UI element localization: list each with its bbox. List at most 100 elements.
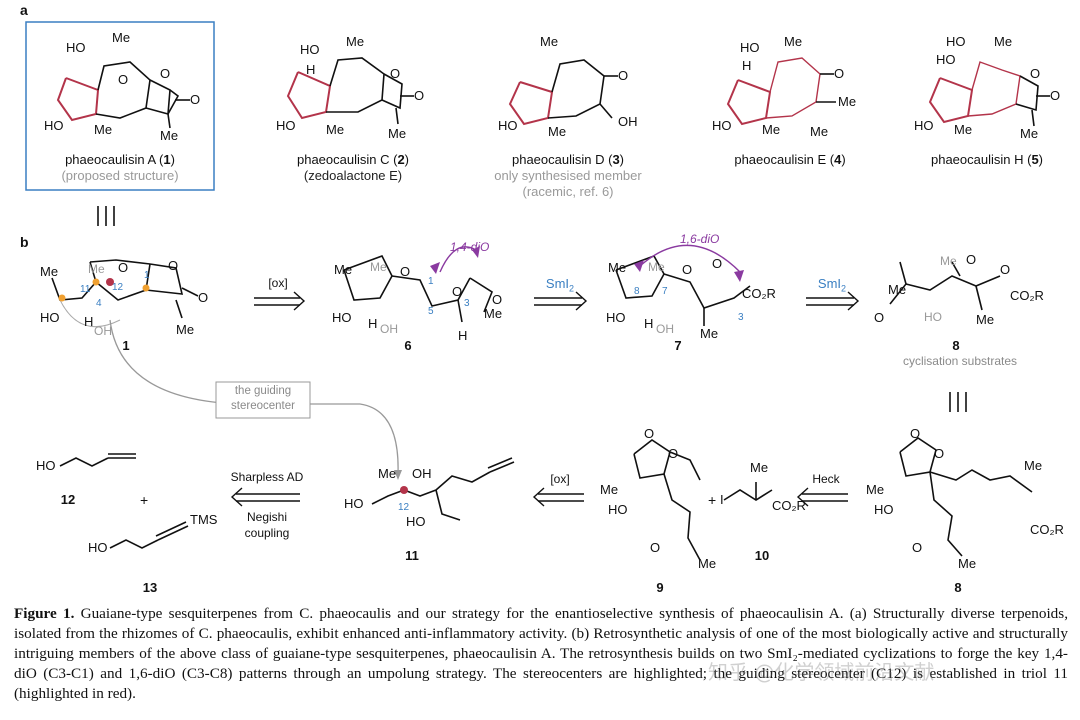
arrow-label-ox2: [ox] <box>550 472 570 486</box>
atom-label: Me <box>976 312 995 327</box>
watermark: 知乎 @化学领域前沿文献 <box>708 660 935 684</box>
atom-label: Me <box>160 128 179 143</box>
atom-number: 1 <box>144 270 150 281</box>
atom-label: Me <box>888 282 907 297</box>
structure-10 <box>723 482 773 501</box>
atom-label: Me <box>750 460 769 475</box>
atom-label: O <box>198 290 209 305</box>
atom-label: CO₂R <box>1010 288 1044 303</box>
atom-label: Me <box>40 264 59 279</box>
retro-arrow-ox2 <box>532 487 584 507</box>
atom-label: Me <box>958 556 977 571</box>
compound-number-11: 11 <box>405 548 419 563</box>
atom-label: Me <box>94 122 113 137</box>
atom-number: 3 <box>738 312 744 323</box>
atom-label: OH <box>94 324 112 338</box>
atom-label: O <box>118 260 129 275</box>
atom-label: Me <box>370 260 387 274</box>
arrow-label-coupling: coupling <box>244 526 290 540</box>
arrow-label-negishi: Negishi <box>246 510 288 524</box>
guiding-label-box <box>215 381 311 419</box>
highlight-box <box>25 21 215 191</box>
atom-label: Me <box>838 94 857 109</box>
panel-letter-a: a <box>20 2 28 18</box>
compound-name-5: phaeocaulisin H (5) <box>930 152 1044 167</box>
atom-label: O <box>1000 262 1011 277</box>
atom-number: 5 <box>428 306 434 317</box>
atom-label: HO <box>44 118 64 133</box>
atom-label: Me <box>698 556 717 571</box>
atom-number: 3 <box>464 298 470 309</box>
arrow-label-heck: Heck <box>812 472 840 486</box>
atom-label: Me <box>954 122 973 137</box>
annotation-14dio: 1,4-diO <box>450 240 490 254</box>
guiding-stereocenter-dot-11 <box>400 486 408 494</box>
compound-sub-3b: (racemic, ref. 6) <box>522 184 614 199</box>
guiding-stereocenter-dot <box>106 278 114 286</box>
compound-number-b1: 1 <box>122 338 130 353</box>
atom-label: HO <box>332 310 352 325</box>
structure-8-top <box>889 261 1001 311</box>
atom-label: I <box>720 492 724 507</box>
compound-sub-3a: only synthesised member <box>494 168 642 183</box>
atom-label: H <box>458 328 468 343</box>
atom-number: 7 <box>662 286 668 297</box>
atom-label: Me <box>548 124 567 139</box>
plus-sign: + <box>708 492 717 508</box>
atom-label: HO <box>406 514 426 529</box>
atom-label: H <box>644 316 654 331</box>
atom-label: O <box>492 292 503 307</box>
atom-label: O <box>1050 88 1061 103</box>
compound-number-12: 12 <box>60 492 76 507</box>
atom-label: CO₂R <box>742 286 776 301</box>
atom-label: Me <box>866 482 885 497</box>
atom-number: 12 <box>112 282 124 293</box>
equivalence-mark-1 <box>97 206 115 226</box>
atom-number: 1 <box>428 276 434 287</box>
structure-7 <box>615 244 751 326</box>
atom-label: O <box>400 264 411 279</box>
atom-label: Me <box>346 34 365 49</box>
atom-label: Me <box>994 34 1013 49</box>
stereocenter-dot <box>92 278 100 286</box>
stereocenter-dot <box>142 284 150 292</box>
compound-number-8b: 8 <box>954 580 962 595</box>
compound-name-1: phaeocaulisin A (1) <box>65 152 175 167</box>
atom-label: HO <box>498 118 518 133</box>
atom-label: HO <box>924 310 942 324</box>
atom-label: Me <box>1020 126 1039 141</box>
compound-sub-1: (proposed structure) <box>61 168 179 183</box>
atom-label: Me <box>326 122 345 137</box>
atom-label: H <box>84 314 94 329</box>
atom-label: HO <box>946 34 966 49</box>
atom-label: O <box>160 66 171 81</box>
atom-label: O <box>168 258 179 273</box>
structure-b1 <box>51 259 199 328</box>
atom-label: O <box>1030 66 1041 81</box>
atom-label: H <box>368 316 378 331</box>
atom-label: H <box>306 62 316 77</box>
atom-label: Me <box>378 466 397 481</box>
compound-number-9: 9 <box>656 580 664 595</box>
atom-label: O <box>934 446 945 461</box>
atom-label: HO <box>606 310 626 325</box>
atom-label: HO <box>712 118 732 133</box>
atom-label: CO₂R <box>1030 522 1064 537</box>
atom-label: O <box>190 92 201 107</box>
atom-label: O <box>118 72 129 87</box>
compound-number-13: 13 <box>142 580 158 595</box>
compound-sub-2: (zedoalactone E) <box>303 168 403 183</box>
atom-label: OH <box>618 114 638 129</box>
stereocenter-dot <box>58 294 66 302</box>
atom-label: TMS <box>190 512 218 527</box>
atom-label: O <box>966 252 977 267</box>
atom-label: OH <box>412 466 432 481</box>
arrow-label-smi2-b: SmI2 <box>817 276 847 294</box>
atom-label: Me <box>762 122 781 137</box>
atom-label: HO <box>40 310 60 325</box>
atom-label: HO <box>914 118 934 133</box>
retro-arrow-ox1 <box>254 291 306 311</box>
structure-13 <box>109 521 189 549</box>
atom-label: CO₂R <box>772 498 806 513</box>
